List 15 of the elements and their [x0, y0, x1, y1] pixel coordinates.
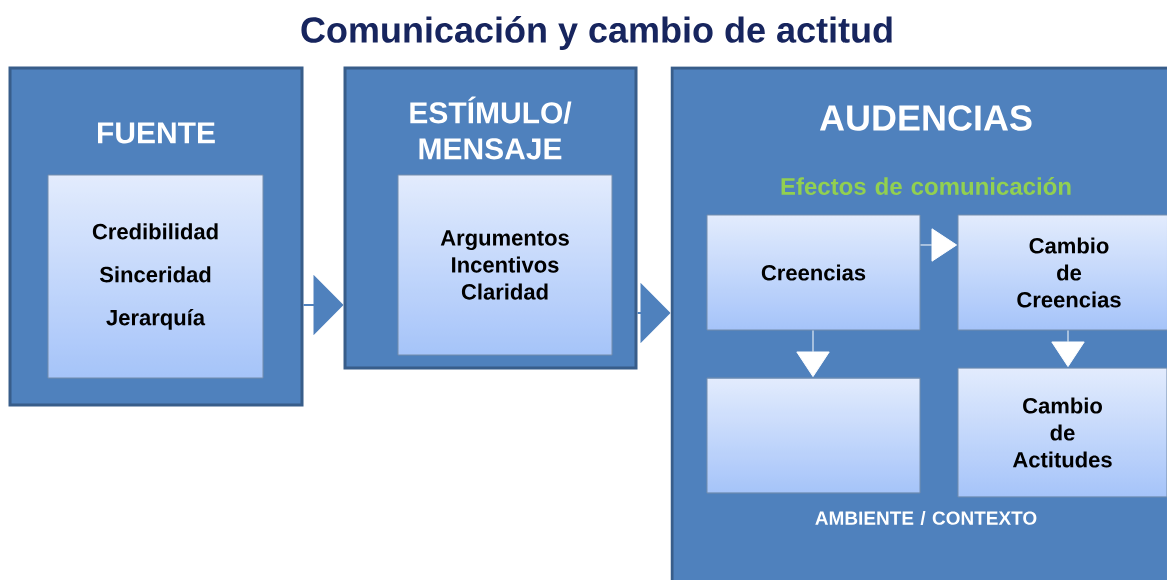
title: Comunicación y cambio de actitud [301, 16, 892, 50]
panel-footer: AMBIENTE / CONTEXTO [815, 510, 1037, 526]
arrow [1051, 330, 1085, 368]
section-heading: Efectos de comunicación [781, 177, 1071, 195]
panel-heading: AUDENCIAS [819, 105, 1032, 131]
arrow [920, 228, 958, 262]
text-box: Argumentos Incentivos Claridad [397, 174, 613, 356]
text-box: Cambio de Creencias [957, 214, 1167, 331]
arrow [796, 330, 830, 378]
text-box: Cambio de Actitudes [957, 367, 1167, 498]
panel-heading: FUENTE [98, 122, 215, 144]
text-box: Creencias [706, 214, 921, 331]
panel-heading: ESTÍMULO/ MENSAJE [410, 96, 572, 160]
text-box: Credibilidad Sinceridad Jerarquía [47, 174, 264, 379]
empty-box [706, 377, 921, 494]
